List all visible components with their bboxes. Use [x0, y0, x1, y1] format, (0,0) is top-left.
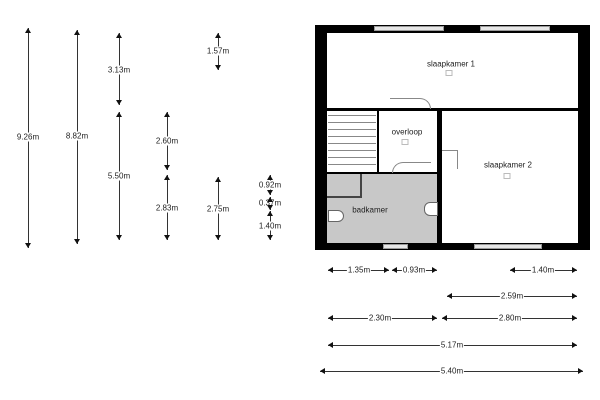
arrow-right-icon [578, 368, 583, 374]
dimension-label: 1.35m [346, 265, 372, 275]
arrow-down-icon [25, 243, 31, 248]
arrow-left-icon [510, 267, 515, 273]
wall-stairs [377, 111, 379, 172]
arrow-up-icon [215, 177, 221, 182]
wall-top [315, 25, 590, 33]
toilet-icon [328, 210, 344, 222]
dimension-label: 5.50m [106, 171, 132, 181]
dimension-label: 0.93m [401, 265, 427, 275]
dimension-label: 2.59m [499, 291, 525, 301]
door-swing [390, 98, 431, 109]
arrow-up-icon [267, 175, 273, 180]
window [383, 244, 408, 249]
arrow-right-icon [572, 342, 577, 348]
wall-slaapkamer2 [437, 111, 442, 243]
arrow-up-icon [74, 30, 80, 35]
room-label: overloop [391, 127, 423, 137]
dimension-label: 1.40m [257, 221, 283, 231]
window [480, 26, 550, 31]
arrow-left-icon [392, 267, 397, 273]
room-icon [445, 70, 453, 76]
window [374, 26, 444, 31]
arrow-left-icon [328, 267, 333, 273]
room-icon [503, 173, 511, 179]
wall-bathroom [327, 172, 437, 174]
wall-bottom [315, 243, 590, 250]
dimension-label: 0.37m [257, 198, 283, 208]
arrow-down-icon [267, 190, 273, 195]
room-icon [401, 139, 409, 145]
door-swing [392, 162, 431, 173]
arrow-left-icon [447, 293, 452, 299]
arrow-left-icon [328, 315, 333, 321]
dimension-label: 1.57m [205, 46, 231, 56]
wall-middle [327, 108, 578, 111]
arrow-left-icon [328, 342, 333, 348]
room-label: slaapkamer 1 [426, 59, 476, 69]
arrow-up-icon [25, 28, 31, 33]
dimension-label: 5.17m [439, 340, 465, 350]
arrow-left-icon [320, 368, 325, 374]
dimension-label: 2.30m [367, 313, 393, 323]
arrow-up-icon [267, 197, 273, 202]
window [474, 244, 542, 249]
arrow-down-icon [267, 235, 273, 240]
arrow-down-icon [74, 239, 80, 244]
wall-left [315, 25, 327, 250]
arrow-right-icon [572, 293, 577, 299]
arrow-up-icon [215, 33, 221, 38]
door-swing [442, 150, 458, 169]
dimension-label: 1.40m [530, 265, 556, 275]
wall-right [578, 25, 590, 250]
arrow-down-icon [267, 205, 273, 210]
arrow-right-icon [432, 267, 437, 273]
dimension-label: 2.60m [154, 136, 180, 146]
staircase [328, 112, 376, 171]
room-label: slaapkamer 2 [483, 160, 533, 170]
arrow-down-icon [164, 165, 170, 170]
dimension-label: 8.82m [64, 131, 90, 141]
arrow-up-icon [116, 33, 122, 38]
arrow-down-icon [116, 235, 122, 240]
arrow-down-icon [215, 65, 221, 70]
shower-icon [327, 174, 362, 198]
arrow-right-icon [572, 267, 577, 273]
arrow-down-icon [164, 235, 170, 240]
arrow-up-icon [164, 112, 170, 117]
room-label: badkamer [352, 205, 388, 215]
arrow-up-icon [164, 175, 170, 180]
dimension-label: 2.83m [154, 203, 180, 213]
dimension-label: 9.26m [15, 132, 41, 142]
dimension-label: 5.40m [439, 366, 465, 376]
arrow-down-icon [215, 235, 221, 240]
arrow-down-icon [116, 100, 122, 105]
arrow-up-icon [116, 112, 122, 117]
dimension-label: 3.13m [106, 65, 132, 75]
arrow-right-icon [432, 315, 437, 321]
arrow-left-icon [442, 315, 447, 321]
dimension-label: 0.92m [257, 180, 283, 190]
arrow-right-icon [572, 315, 577, 321]
bathroom-floor [327, 174, 437, 243]
dimension-label: 2.75m [205, 204, 231, 214]
arrow-right-icon [384, 267, 389, 273]
arrow-up-icon [267, 211, 273, 216]
dimension-label: 2.80m [497, 313, 523, 323]
sink-icon [424, 202, 438, 216]
